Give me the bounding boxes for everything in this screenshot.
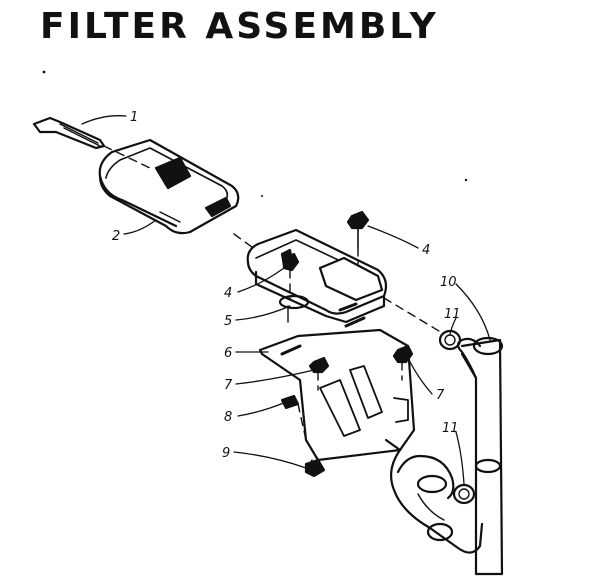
- callout-2: 2: [112, 229, 120, 244]
- callout-4-upper: 4: [422, 243, 430, 258]
- part-2-filter-cartridge: [98, 138, 240, 235]
- part-4-screw-upper: [346, 210, 370, 249]
- diagram-title: FILTER ASSEMBLY: [40, 6, 439, 47]
- part-5-gasket: [278, 294, 310, 323]
- part-10-tubing: [389, 336, 504, 576]
- part-6-mounting-bracket: [258, 316, 416, 462]
- scan-specks: [42, 70, 468, 197]
- part-9-nut: [304, 458, 326, 478]
- part-1-filter-tab: [32, 116, 106, 150]
- callout-5: 5: [224, 314, 232, 329]
- part-11-gasket-lower: [452, 483, 476, 505]
- callout-8: 8: [224, 410, 232, 425]
- callout-7-left: 7: [224, 378, 233, 393]
- exploded-axis-lines: [103, 145, 445, 465]
- callout-11-upper: 11: [444, 307, 461, 322]
- callout-6: 6: [224, 346, 232, 361]
- callout-10: 10: [440, 275, 457, 290]
- filter-housing: [246, 228, 388, 324]
- callout-1: 1: [130, 110, 138, 125]
- part-4-screw-left: [282, 252, 300, 272]
- callout-7-right: 7: [436, 388, 445, 403]
- part-7-screw-left: [308, 356, 330, 374]
- callout-4-left: 4: [224, 286, 232, 301]
- callout-11-lower: 11: [442, 421, 459, 436]
- leader-lines: [81, 115, 491, 485]
- part-11-gasket-upper: [438, 329, 462, 351]
- callout-9: 9: [222, 446, 230, 461]
